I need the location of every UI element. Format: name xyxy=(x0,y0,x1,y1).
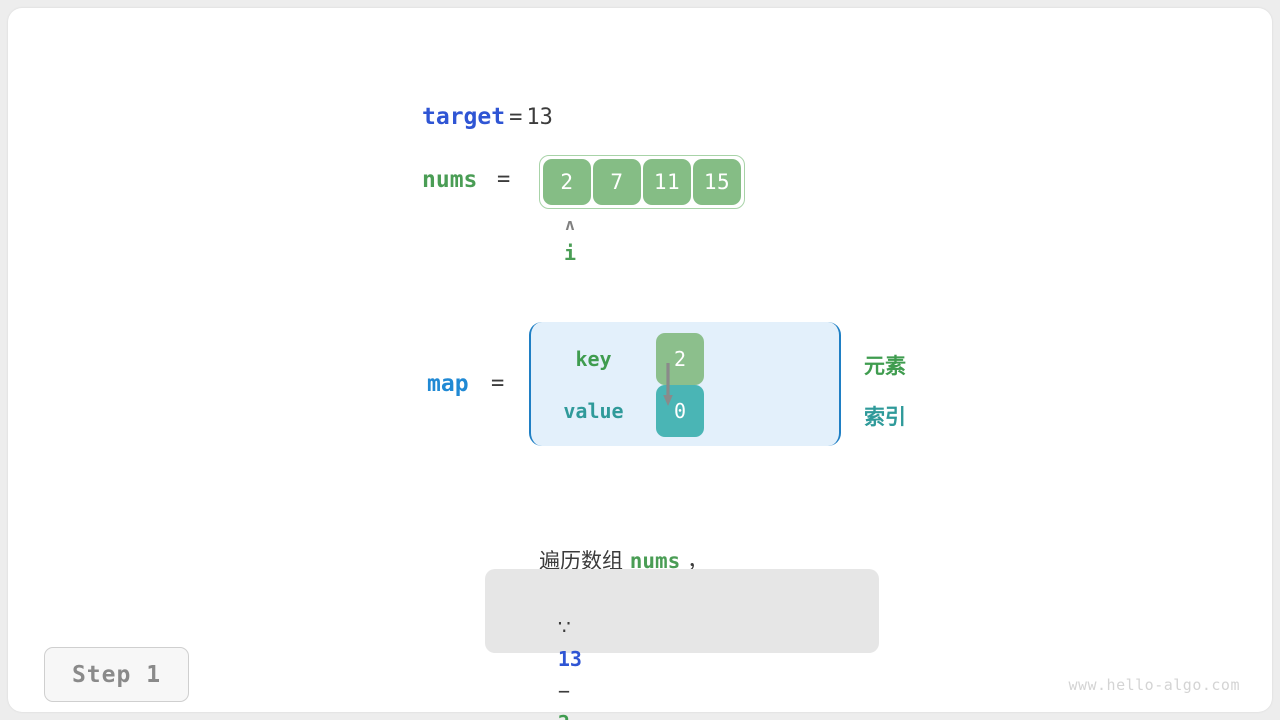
array-cell: 2 xyxy=(543,159,591,205)
array-cell: 7 xyxy=(593,159,641,205)
map-key-label: key xyxy=(575,347,612,371)
target-variable-name: target xyxy=(422,104,506,130)
explanation-line: 遍历数组 nums ， xyxy=(499,521,708,599)
note-target-value: 13 xyxy=(557,647,582,671)
note-line-1: ∵ 13 − 2 = 11 不在 map 中 xyxy=(507,579,857,720)
target-value: 13 xyxy=(526,104,553,130)
explanation-text-end: ， xyxy=(680,549,709,573)
note-box: ∵ 13 − 2 = 11 不在 map 中 ∴ 将元素 2 添加进 map xyxy=(485,569,879,720)
map-variable-name: map xyxy=(427,371,469,397)
step-badge: Step 1 xyxy=(44,647,189,702)
nums-variable-name: nums xyxy=(422,167,478,193)
map-value-row: value 0 xyxy=(531,385,839,437)
array-cell: 15 xyxy=(693,159,741,205)
step-badge-label: Step 1 xyxy=(71,661,162,688)
array-cell: 11 xyxy=(643,159,691,205)
map-value-label: value xyxy=(563,399,624,423)
map-container: key 2 value 0 xyxy=(529,322,841,446)
map-key-cell: 2 xyxy=(656,333,704,385)
note-current-element: 2 xyxy=(558,711,570,720)
map-equals-sign: = xyxy=(491,371,505,396)
nums-array: 2 7 11 15 xyxy=(539,155,745,209)
nums-equals-sign: = xyxy=(497,167,511,192)
target-equals-sign: = xyxy=(509,104,523,130)
pointer-caret-icon: ʌ xyxy=(565,215,575,234)
map-value-cell: 0 xyxy=(656,385,704,437)
note-minus-sign: − xyxy=(557,679,570,703)
white-card: target = 13 nums = 2 7 11 15 ʌ i map = k… xyxy=(8,8,1272,720)
watermark: www.hello-algo.com xyxy=(1068,676,1240,694)
pointer-index-label: i xyxy=(563,241,577,265)
because-symbol: ∵ xyxy=(557,615,571,639)
target-row: target = 13 xyxy=(422,101,553,133)
side-label-element: 元素 xyxy=(864,354,906,378)
map-key-row: key 2 xyxy=(531,333,839,385)
side-label-index: 索引 xyxy=(864,405,906,429)
